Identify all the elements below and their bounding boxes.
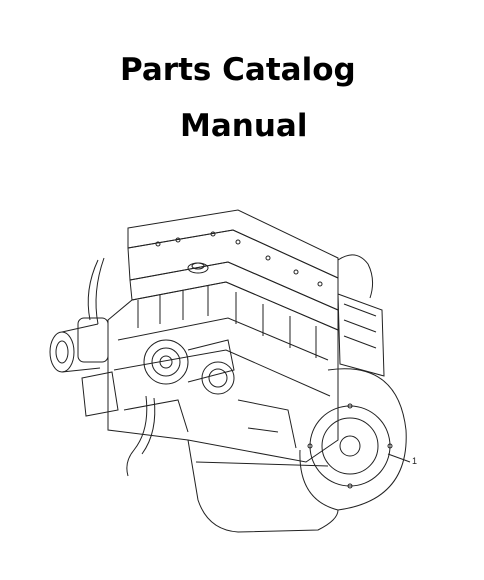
engine-illustration <box>38 200 438 570</box>
callout-number: 1 <box>412 456 418 466</box>
title-line-2: Manual <box>180 108 308 144</box>
title-line-1: Parts Catalog <box>120 52 356 88</box>
